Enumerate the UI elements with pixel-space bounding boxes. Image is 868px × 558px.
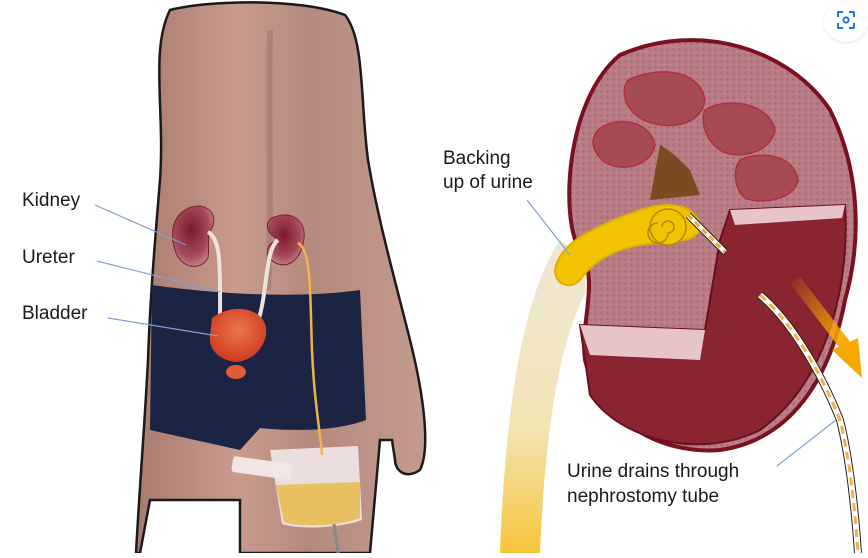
kidney-cross-section xyxy=(500,38,862,554)
bladder xyxy=(209,308,267,379)
lens-icon xyxy=(836,10,856,35)
visual-search-button[interactable] xyxy=(824,2,868,42)
bladder-leader-line xyxy=(107,317,219,337)
nephrostomy-tube-left xyxy=(297,241,324,456)
ureter-right xyxy=(256,238,280,323)
human-back-figure xyxy=(134,1,427,555)
backing-up-label-line2: up of urine xyxy=(443,172,533,193)
drains-leader-line xyxy=(776,419,837,467)
drains-label-line1: Urine drains through xyxy=(567,461,740,482)
bladder-label: Bladder xyxy=(22,303,88,324)
ureter-label: Ureter xyxy=(22,247,75,268)
flow-arrow-icon xyxy=(832,338,862,378)
ureter-leader-line xyxy=(96,260,221,293)
kidney-label: Kidney xyxy=(22,190,81,211)
ureter-left xyxy=(206,230,223,326)
kidney-leader-line xyxy=(94,204,187,246)
backing-up-label-line1: Backing xyxy=(443,148,511,169)
kidney-left xyxy=(172,205,215,267)
drains-label-line2: nephrostomy tube xyxy=(567,486,720,507)
backing-up-leader-line xyxy=(526,199,571,256)
kidney-right xyxy=(266,214,305,266)
